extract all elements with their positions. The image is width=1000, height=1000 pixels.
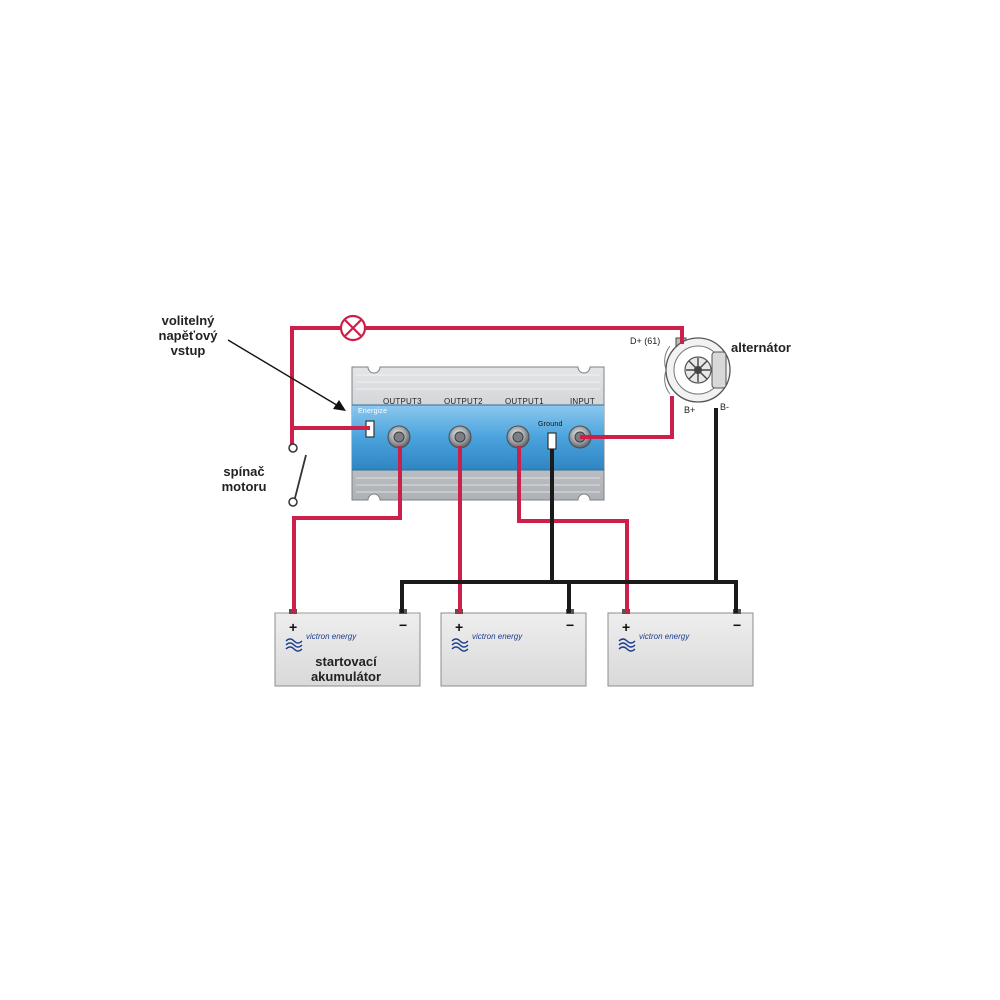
battery-3-minus: − [733, 617, 742, 633]
energize-label: Energize [358, 408, 388, 415]
output1-wire [517, 446, 629, 613]
battery-isolator [351, 366, 605, 501]
input-wire [580, 396, 674, 439]
battery-1-brand: victron energy [306, 632, 357, 641]
victron-logo-icon [285, 638, 303, 652]
label-line: napěťový [158, 328, 218, 343]
dplus-wire-left [290, 326, 340, 445]
battery-3-plus: + [622, 619, 631, 635]
label-line: spínač [223, 464, 265, 479]
positive-wires [290, 326, 684, 613]
output3-wire [292, 446, 402, 613]
label-line: motoru [221, 479, 267, 494]
output3-bolt [387, 425, 411, 449]
callout-arrow [227, 339, 346, 411]
battery-3 [607, 609, 754, 687]
motor-switch-label: spínač motoru [212, 464, 276, 494]
battery-2 [440, 609, 587, 687]
label-line: volitelný [161, 313, 215, 328]
output3-label: OUTPUT3 [383, 397, 422, 406]
warning-lamp-icon [339, 314, 367, 342]
dplus-wire-right [366, 326, 684, 344]
alternator-label: alternátor [731, 340, 791, 355]
output1-label: OUTPUT1 [505, 397, 544, 406]
motor-switch-icon [288, 443, 307, 507]
battery-2-brand: victron energy [472, 632, 523, 641]
output1-bolt [506, 425, 530, 449]
victron-logo-icon [618, 638, 636, 652]
negative-wires [400, 408, 738, 613]
label-line: startovací [315, 654, 377, 669]
battery-1-minus: − [399, 617, 408, 633]
battery-2-plus: + [455, 619, 464, 635]
alternator-icon [664, 337, 731, 403]
victron-logo-icon [451, 638, 469, 652]
starter-battery-label: startovací akumulátor [294, 654, 398, 684]
output2-bolt [448, 425, 472, 449]
ground-terminal [547, 432, 557, 450]
input-label: INPUT [570, 397, 595, 406]
battery-1-plus: + [289, 619, 298, 635]
ground-label: Ground [538, 421, 563, 428]
label-line: akumulátor [310, 669, 382, 684]
bplus-label: B+ [684, 405, 696, 415]
output2-label: OUTPUT2 [444, 397, 483, 406]
optional-voltage-input-label: volitelný napěťový vstup [143, 313, 233, 358]
battery-2-minus: − [566, 617, 575, 633]
dplus-label: D+ (61) [630, 336, 661, 346]
battery-3-brand: victron energy [639, 632, 690, 641]
label-line: vstup [170, 343, 206, 358]
battery-1 [274, 609, 421, 687]
bminus-label: B- [720, 402, 729, 412]
